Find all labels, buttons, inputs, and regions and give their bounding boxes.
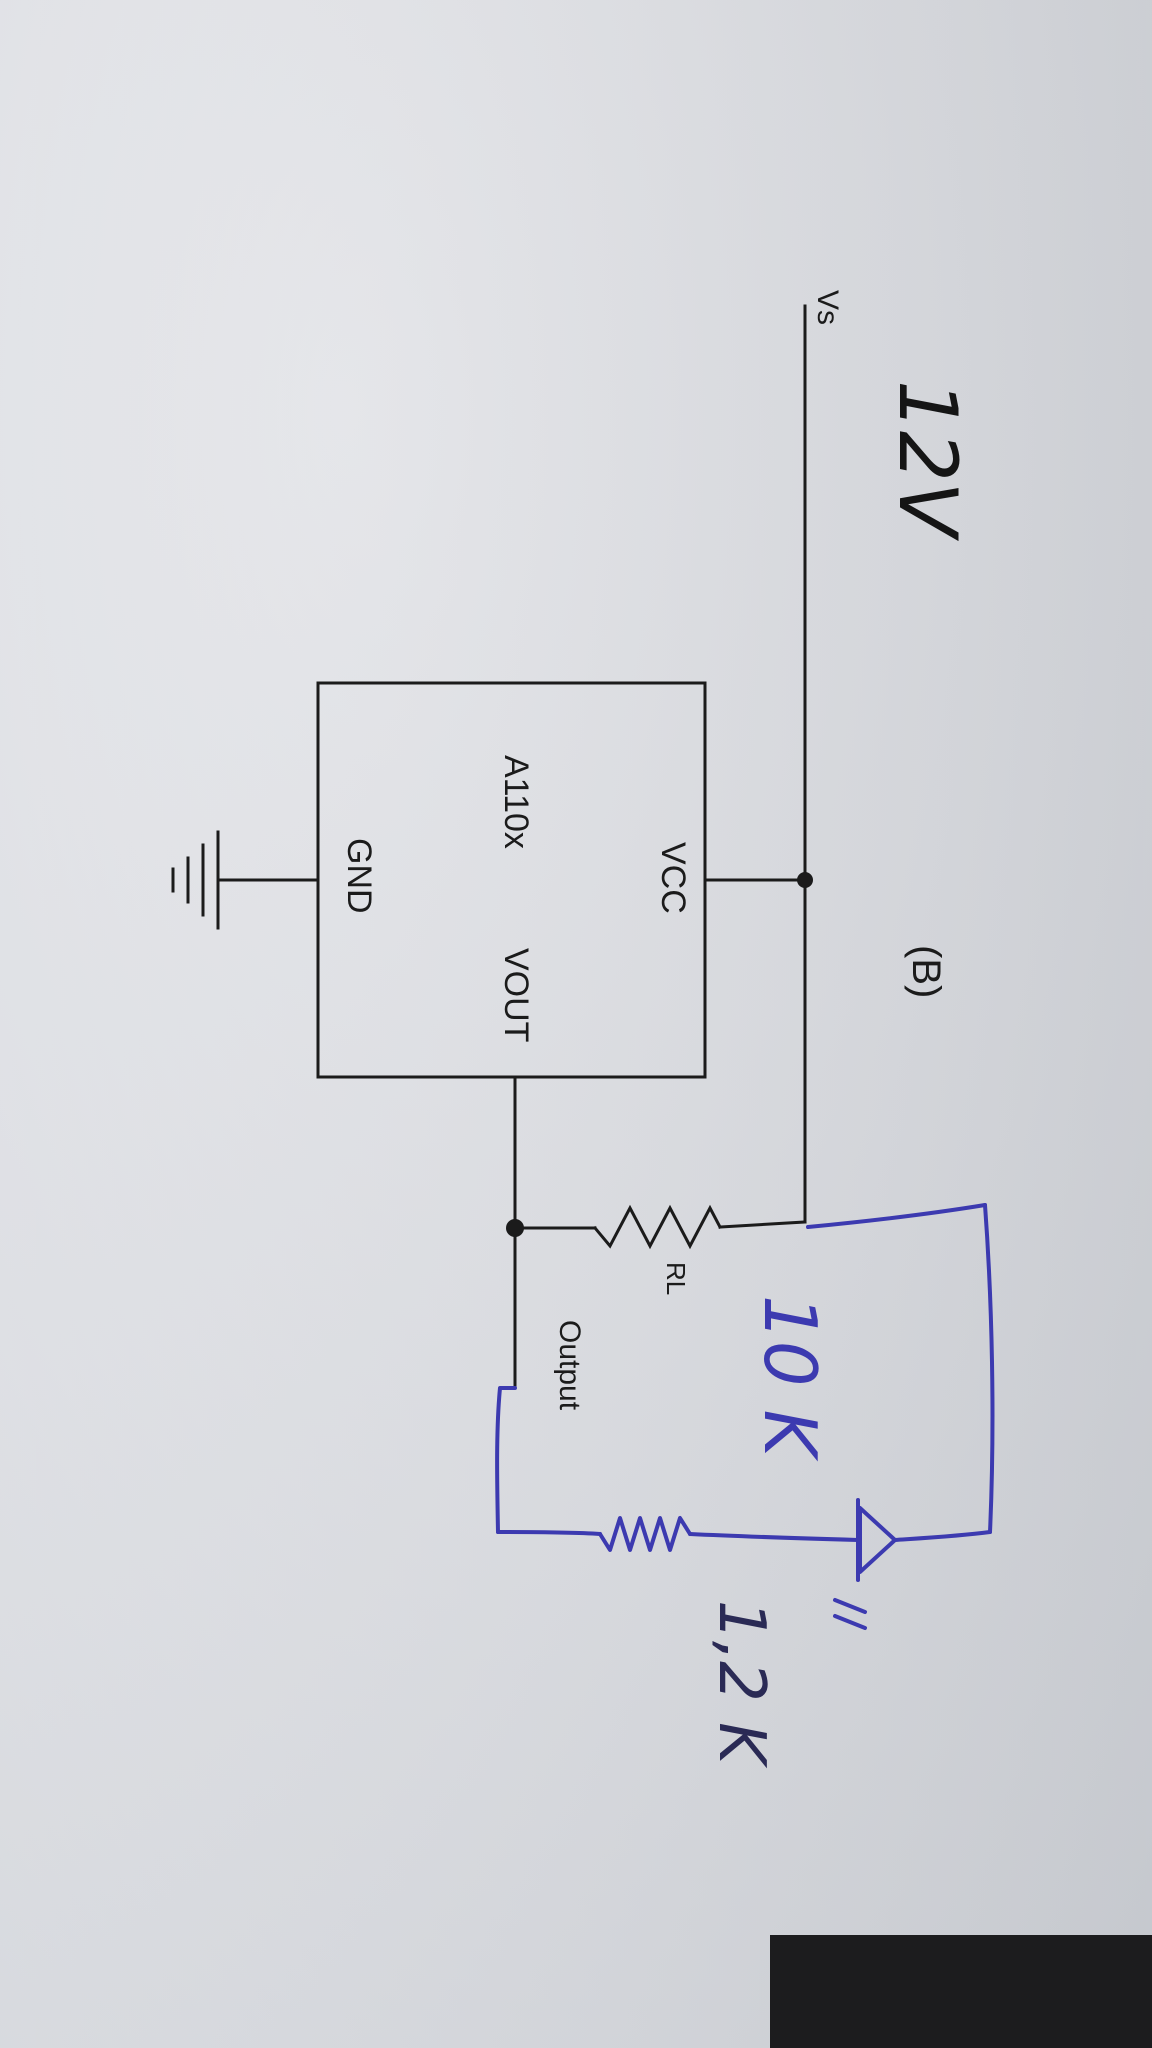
diagram-title: (B) <box>904 945 948 998</box>
pin-gnd-label: GND <box>340 838 378 914</box>
output-junction-dot <box>506 1219 524 1237</box>
resistor-rl <box>592 1204 723 1250</box>
printed-wires <box>171 304 807 1390</box>
led-light-arrow-2 <box>833 1614 867 1630</box>
pen-wire-right <box>983 1203 995 1534</box>
vcc-junction-dot <box>797 872 813 888</box>
pin-vcc-label: VCC <box>654 842 692 914</box>
pin-vout-label: VOUT <box>497 948 535 1042</box>
led-symbol <box>858 1506 897 1574</box>
pen-wire-bottom <box>495 1386 517 1534</box>
handwritten-supply-value: 12V <box>881 380 974 542</box>
pen-wire-top <box>806 1203 987 1229</box>
led-light-arrow-1 <box>833 1598 867 1614</box>
handwritten-led-circuit <box>495 1203 995 1630</box>
resistor-label: RL <box>661 1262 691 1295</box>
series-resistor-symbol <box>598 1516 692 1552</box>
handwritten-series-resistor-value: 1,2 K <box>704 1600 778 1769</box>
output-label: Output <box>553 1320 586 1411</box>
pen-wire-resistor-to-bottom <box>496 1530 602 1536</box>
pen-wire-led-to-resistor <box>688 1532 860 1542</box>
supply-label: Vs <box>811 290 844 325</box>
pen-wire-to-led <box>893 1530 992 1542</box>
desk-corner <box>770 1935 1152 2048</box>
handwritten-rl-value: 10 K <box>748 1295 832 1462</box>
chip-name-label: A110x <box>497 755 535 849</box>
rail-to-resistor-wire <box>718 1220 807 1229</box>
chip-box <box>316 681 707 1079</box>
